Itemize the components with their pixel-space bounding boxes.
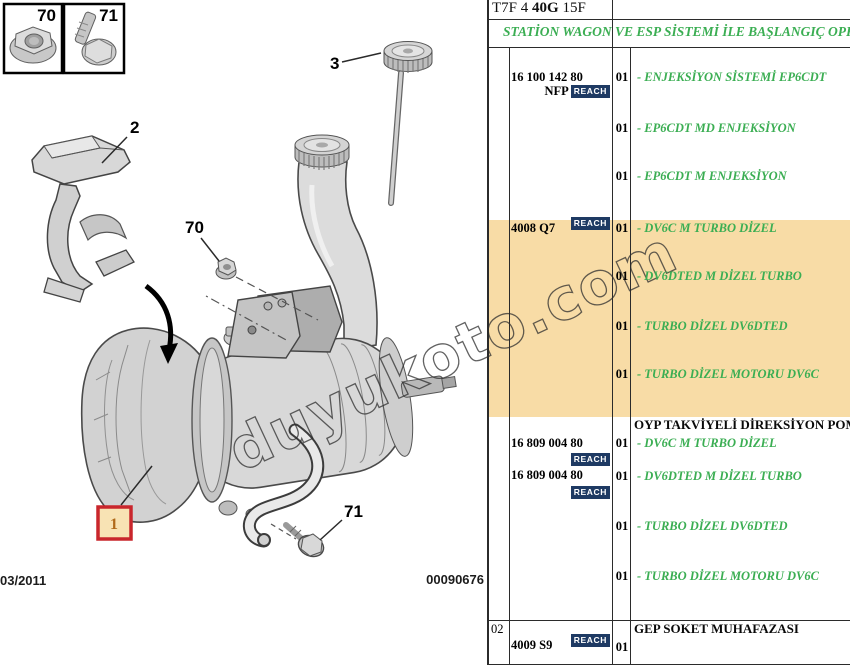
nut-part <box>215 257 237 280</box>
qty-cell: 01 <box>615 269 629 283</box>
table-border-left <box>487 0 489 665</box>
reach-badge: REACH <box>570 486 610 499</box>
reach-badge: REACH <box>570 634 610 647</box>
description-cell: - DV6DTED M DİZEL TURBO <box>637 269 802 283</box>
reach-badge: REACH <box>570 217 610 230</box>
callout-3: 3 <box>330 54 339 73</box>
legend-label-71: 71 <box>99 6 118 25</box>
qty-cell: 01 <box>615 436 629 450</box>
reach-cell: REACH <box>511 449 611 467</box>
description-cell: - DV6C M TURBO DİZEL <box>637 221 777 235</box>
page-code-right: 15F <box>558 0 586 16</box>
qty-cell: 01 <box>615 70 629 84</box>
dipstick-part <box>383 41 433 206</box>
description-cell: - TURBO DİZEL DV6DTED <box>637 519 788 533</box>
reach-cell: REACH <box>511 482 611 500</box>
legend-fasteners: 70 71 <box>2 2 126 75</box>
row-line-section <box>487 620 850 621</box>
part-number: 16 100 142 80 <box>511 70 583 84</box>
part-number-cell: 16 809 004 80 <box>511 434 610 452</box>
page-code-bold: 40G <box>532 0 559 16</box>
parts-table-panel: T7F 4 40G 15F STATİON WAGON VE ESP SİSTE… <box>487 0 850 671</box>
qty-cell: 01 <box>615 367 629 381</box>
exploded-diagram: 70 71 <box>2 2 457 558</box>
flange-nut-icon <box>9 26 57 64</box>
description-cell: - TURBO DİZEL MOTORU DV6C <box>637 367 819 381</box>
qty-cell: 01 <box>615 169 629 183</box>
description-cell: - TURBO DİZEL DV6DTED <box>637 319 788 333</box>
row-line-title <box>487 19 850 20</box>
part-number: 4008 Q7 <box>511 221 556 235</box>
reach-badge: REACH <box>570 453 610 466</box>
reservoir <box>294 134 378 351</box>
qty-cell: 01 <box>615 221 629 235</box>
qty-cell: 01 <box>615 121 629 135</box>
part-number: 16 809 004 80 <box>511 468 583 482</box>
page-code: T7F 4 40G 15F <box>492 0 586 17</box>
description-cell: - DV6DTED M DİZEL TURBO <box>637 469 802 483</box>
qty-cell: 01 <box>615 319 629 333</box>
qty-cell: 01 <box>615 640 629 654</box>
col-line-part <box>612 0 613 665</box>
leader-line-2 <box>101 136 128 164</box>
part-number-cell: 4008 Q7 REACH <box>511 217 610 237</box>
axis-dash-line <box>235 276 319 321</box>
drawing-number: 00090676 <box>426 572 484 587</box>
reach-badge: REACH <box>570 85 610 98</box>
description-cell: - TURBO DİZEL MOTORU DV6C <box>637 569 819 583</box>
callout-2: 2 <box>130 118 139 137</box>
callout-1-box <box>96 505 133 541</box>
col-line-group <box>509 47 510 665</box>
leader-line-3 <box>341 52 382 63</box>
description-cell: - EP6CDT M ENJEKSİYON <box>637 169 787 183</box>
legend-label-70: 70 <box>37 6 56 25</box>
part-number: NFP <box>544 84 569 98</box>
highlight-band <box>488 220 850 417</box>
date-code: 03/2011 <box>0 573 47 588</box>
col-line-qty <box>630 47 631 665</box>
leader-line-71 <box>319 519 343 541</box>
bolt-part <box>283 522 325 558</box>
part-number: 16 809 004 80 <box>511 436 583 450</box>
leader-line-70 <box>200 237 220 262</box>
axis-dashdot-line <box>205 295 289 342</box>
pointer-arrow <box>144 283 178 364</box>
callout-1: 1 <box>110 516 118 533</box>
part-number-cell: 16 100 142 80 <box>511 68 610 86</box>
callout-71: 71 <box>344 502 363 521</box>
callout-70: 70 <box>185 218 204 237</box>
description-cell: - EP6CDT MD ENJEKSİYON <box>637 121 796 135</box>
description-cell: - ENJEKSİYON SİSTEMİ EP6CDT <box>637 70 827 84</box>
part-number-cell: 4009 S9 REACH <box>511 634 610 654</box>
description-header: GEP SOKET MUHAFAZASI <box>634 621 799 636</box>
part-number-cell: 16 809 004 80 <box>511 466 610 484</box>
pump-assembly <box>80 285 457 523</box>
page-code-left: T7F 4 <box>492 0 533 16</box>
row-line-bottom <box>487 664 850 665</box>
qty-cell: 01 <box>615 569 629 583</box>
description-cell: - DV6C M TURBO DİZEL <box>637 436 777 450</box>
bracket-part <box>31 135 135 303</box>
flange-bolt-icon <box>74 11 117 66</box>
qty-cell: 01 <box>615 519 629 533</box>
description-header: OYP TAKVİYELİ DİREKSİYON POMPA <box>634 417 850 432</box>
part-number: 4009 S9 <box>511 638 553 652</box>
row-group-number: 02 <box>491 622 504 636</box>
bolt-axis-dash <box>270 523 297 540</box>
hose-part <box>242 423 325 548</box>
leader-line-1 <box>120 465 153 506</box>
qty-cell: 01 <box>615 469 629 483</box>
model-subtitle: STATİON WAGON VE ESP SİSTEMİ İLE BAŞLANG… <box>503 24 850 39</box>
row-line-subtitle <box>487 47 850 48</box>
